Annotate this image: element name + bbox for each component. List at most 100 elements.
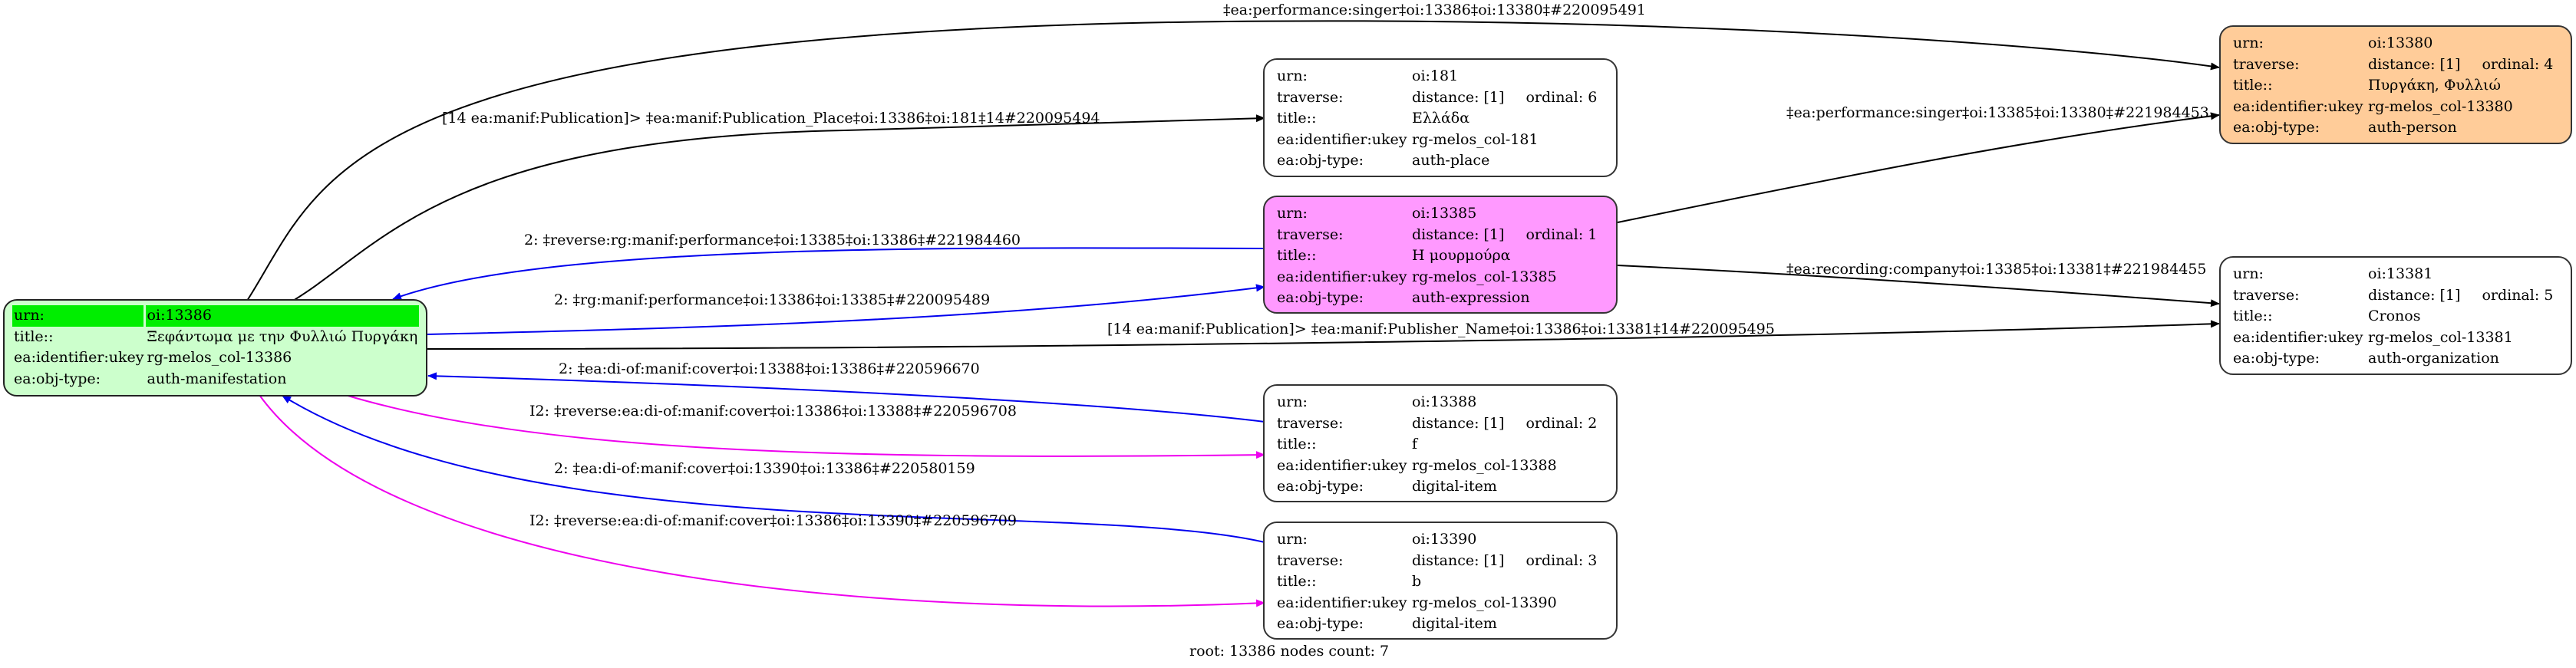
field-value-urn: oi:13390 [1412, 531, 1477, 548]
distance: distance: [1] [1412, 551, 1505, 569]
edge-di-of-cover-13388 [427, 372, 1265, 423]
field-value-traverse: distance: [1] ordinal: 2 [1410, 413, 1598, 435]
edge-performance [426, 284, 1265, 335]
edge-recording-company [1617, 265, 2220, 308]
ordinal: ordinal: 3 [1525, 551, 1598, 569]
field-label: urn: [1277, 205, 1308, 222]
edge-publisher-name [426, 320, 2220, 350]
node-13381[interactable]: urn: oi:13381 traverse: distance: [1]ordin… [2219, 256, 2572, 375]
field-value-title: Πυργάκη, Φυλλιώ [2368, 77, 2501, 94]
edge-label: I2: ‡reverse:ea:di-of:manif:cover‡oi:133… [529, 512, 1017, 529]
field-value-objtype: digital-item [1412, 478, 1497, 495]
field-label: ea:obj-type: [2233, 119, 2320, 136]
field-value-title: b [1412, 573, 1422, 590]
field-label: ea:obj-type: [2233, 350, 2320, 367]
field-label: urn: [2233, 35, 2264, 51]
field-label: ea:identifier:ukey [1277, 594, 1407, 611]
node-13390[interactable]: urn:oi:13390 traverse:distance: [1]ordin… [1263, 522, 1618, 640]
edge-reverse-cover-13388 [345, 394, 1265, 459]
graph-footer: root: 13386 nodes count: 7 [1189, 643, 1390, 660]
field-value-ukey: rg-melos_col-13385 [1412, 268, 1557, 285]
field-value-title: Ξεφάντωμα με την Φυλλιώ Πυργάκη [147, 327, 418, 345]
node-181[interactable]: urn: oi:181 traverse: distance: [1] ordinal… [1263, 58, 1618, 177]
field-value-objtype: auth-expression [1412, 289, 1530, 306]
edge-label: [14 ea:manif:Publication]> ‡ea:manif:Pub… [442, 110, 1100, 127]
field-label: traverse: [1277, 225, 1344, 243]
field-label: ea:obj-type: [14, 370, 101, 387]
ordinal: ordinal: 1 [1525, 225, 1598, 243]
edge-label: ‡ea:performance:singer‡oi:13385‡oi:13380… [1786, 104, 2209, 121]
field-value-objtype: auth-organization [2368, 350, 2499, 367]
field-value-ukey: rg-melos_col-13381 [2368, 328, 2513, 346]
node-13380[interactable]: urn: oi:13380 traverse: distance: [1] ordin… [2219, 25, 2572, 144]
field-value-urn: oi:13381 [2368, 265, 2433, 282]
ordinal: ordinal: 2 [1525, 414, 1598, 432]
distance: distance: [1] [1412, 225, 1505, 243]
field-label: title:: [1277, 436, 1317, 452]
edge-label: 2: ‡ea:di-of:manif:cover‡oi:13388‡oi:133… [559, 360, 980, 377]
field-value-traverse: distance: [1] ordinal: 6 [1410, 87, 1598, 109]
field-value-title: Ελλάδα [1412, 110, 1470, 127]
edge-label: 2: ‡reverse:rg:manif:performance‡oi:1338… [524, 232, 1021, 248]
field-value-urn: oi:13380 [2368, 35, 2433, 51]
field-label: ea:obj-type: [1277, 478, 1364, 495]
ordinal: ordinal: 6 [1525, 88, 1598, 106]
field-label: ea:identifier:ukey [1277, 268, 1407, 285]
field-value-urn: oi:181 [1412, 67, 1459, 84]
edge-singer-13386-13380 [246, 20, 2220, 301]
field-label: traverse: [2233, 55, 2300, 73]
edge-publication-place [292, 114, 1265, 301]
field-value-ukey: rg-melos_col-13390 [1412, 594, 1557, 611]
field-label: urn: [1277, 393, 1308, 410]
field-label: title:: [2233, 77, 2273, 94]
field-value-traverse: distance: [1] ordinal: 4 [2367, 54, 2555, 76]
field-label: ea:identifier:ukey [2233, 328, 2363, 346]
edge-label: [14 ea:manif:Publication]> ‡ea:manif:Pub… [1107, 321, 1775, 337]
field-label: title:: [14, 327, 54, 345]
field-value-ukey: rg-melos_col-13386 [147, 349, 292, 366]
field-value-objtype: auth-manifestation [147, 370, 287, 387]
field-label: title:: [1277, 573, 1317, 590]
field-label: traverse: [1277, 551, 1344, 569]
edge-label: 2: ‡rg:manif:performance‡oi:13386‡oi:133… [554, 291, 991, 308]
field-label: title:: [2233, 308, 2273, 324]
node-13385[interactable]: urn: oi:13385 traverse: distance: [1] ordin… [1263, 196, 1618, 314]
distance: distance: [1] [1412, 414, 1505, 432]
field-value-traverse: distance: [1] ordinal: 3 [1410, 551, 1598, 572]
distance: distance: [1] [2368, 286, 2461, 304]
field-value-ukey: rg-melos_col-13388 [1412, 456, 1557, 474]
field-label: ea:obj-type: [1277, 152, 1364, 169]
field-value-traverse: distance: [1]ordinal: 5 [2367, 285, 2555, 307]
field-value-objtype: digital-item [1412, 615, 1497, 632]
field-label: traverse: [1277, 88, 1344, 106]
field-label: ea:identifier:ukey [2233, 97, 2363, 115]
field-value-title: Cronos [2368, 308, 2421, 324]
field-value-ukey: rg-melos_col-181 [1412, 130, 1539, 148]
field-label: urn: [12, 305, 146, 327]
field-label: traverse: [2233, 286, 2300, 304]
field-label: ea:obj-type: [1277, 289, 1364, 306]
ordinal: ordinal: 4 [2482, 55, 2554, 73]
edge-label: ‡ea:recording:company‡oi:13385‡oi:13381‡… [1786, 261, 2207, 278]
field-label: traverse: [1277, 414, 1344, 432]
field-label: urn: [1277, 67, 1308, 84]
edge-label: ‡ea:performance:singer‡oi:13386‡oi:13380… [1223, 2, 1646, 18]
distance: distance: [1] [1412, 88, 1505, 106]
field-label: ea:identifier:ukey [1277, 130, 1407, 148]
edge-reverse-cover-13390 [259, 394, 1265, 607]
field-value-objtype: auth-place [1412, 152, 1490, 169]
edge-label: I2: ‡reverse:ea:di-of:manif:cover‡oi:133… [529, 403, 1017, 420]
field-value-urn: oi:13386 [145, 305, 420, 327]
field-value-urn: oi:13385 [1412, 205, 1477, 222]
field-label: ea:obj-type: [1277, 615, 1364, 632]
edge-singer-13385-13380 [1617, 112, 2220, 223]
node-root-13386[interactable]: urn:oi:13386 title::Ξεφάντωμα με την Φυλ… [3, 299, 427, 397]
node-13388[interactable]: urn:oi:13388 traverse:distance: [1]ordin… [1263, 384, 1618, 502]
field-label: urn: [2233, 265, 2264, 282]
distance: distance: [1] [2368, 55, 2461, 73]
field-value-title: Η μουρμούρα [1412, 247, 1511, 264]
field-value-ukey: rg-melos_col-13380 [2368, 97, 2513, 115]
field-value-traverse: distance: [1] ordinal: 1 [1410, 225, 1598, 246]
edge-label: 2: ‡ea:di-of:manif:cover‡oi:13390‡oi:133… [554, 460, 975, 477]
